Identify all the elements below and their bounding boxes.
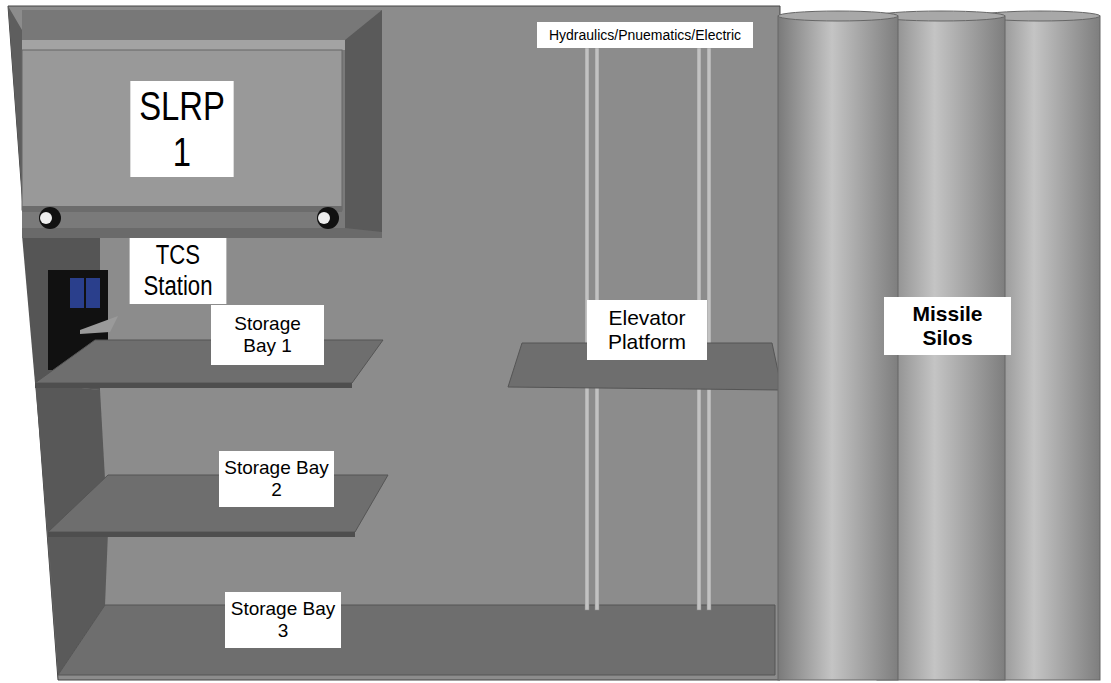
elevator-rails bbox=[585, 48, 711, 610]
wheel bbox=[318, 212, 330, 224]
tcs-screen bbox=[70, 278, 100, 308]
label-box: SLRP 1 bbox=[130, 81, 233, 177]
label-text: TCS Station bbox=[134, 240, 223, 302]
label-box: Storage Bay 1 bbox=[211, 305, 324, 365]
back-wall bbox=[8, 6, 780, 680]
label-box: Hydraulics/Pnuematics/Electric bbox=[537, 22, 753, 48]
wheel bbox=[39, 207, 61, 229]
missile-silos bbox=[778, 11, 1100, 680]
storage-shelf bbox=[48, 475, 388, 532]
storage-shelf bbox=[35, 340, 383, 383]
label-text: Elevator Platform bbox=[592, 306, 702, 354]
cabinet-front bbox=[22, 50, 342, 210]
enclosure-back bbox=[22, 40, 345, 228]
storage-floor bbox=[58, 605, 775, 675]
label-text: Missile Silos bbox=[889, 302, 1006, 350]
label-text: SLRP 1 bbox=[134, 83, 229, 175]
label-box: TCS Station bbox=[130, 238, 227, 304]
cabinet-base bbox=[22, 206, 342, 212]
wheel bbox=[317, 207, 339, 229]
enclosure-side bbox=[345, 10, 382, 232]
label-box: Storage Bay 3 bbox=[225, 592, 341, 648]
label-text: Storage Bay 3 bbox=[230, 598, 336, 642]
cabinet-top bbox=[22, 40, 345, 50]
enclosure-top bbox=[22, 10, 382, 40]
wheel bbox=[40, 212, 52, 224]
label-box: Storage Bay 2 bbox=[219, 451, 334, 507]
enclosure-floor bbox=[22, 228, 382, 238]
label-text: Storage Bay 2 bbox=[224, 457, 329, 501]
label-box: Missile Silos bbox=[884, 297, 1011, 355]
label-box: Elevator Platform bbox=[587, 300, 707, 360]
label-text: Hydraulics/Pnuematics/Electric bbox=[549, 27, 741, 43]
label-text: Storage Bay 1 bbox=[216, 313, 319, 357]
tcs-keyboard bbox=[80, 316, 118, 334]
